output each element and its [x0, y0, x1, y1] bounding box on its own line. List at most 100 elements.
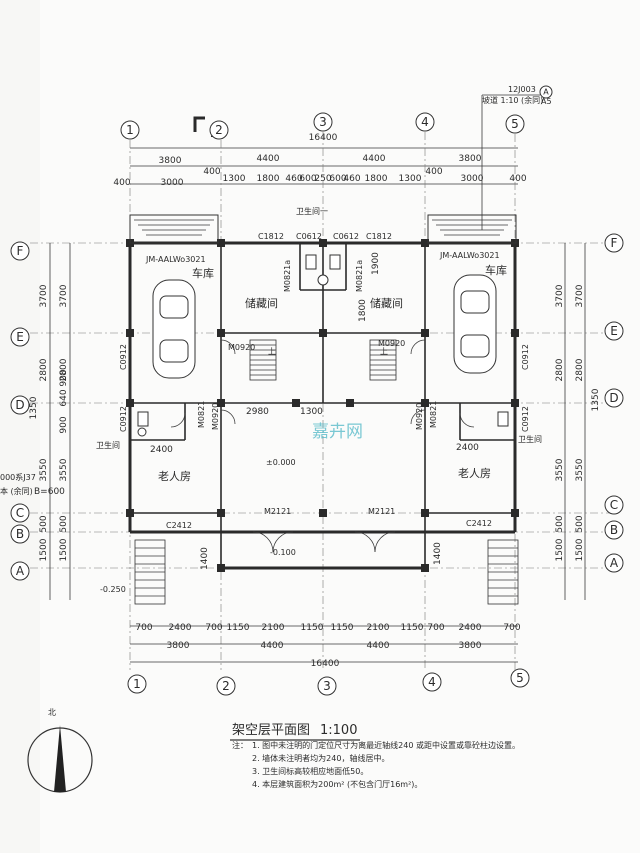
dim-right-inner-5: 1500 — [555, 538, 565, 561]
window-c0612-right: C0612 — [333, 232, 359, 241]
dim-2980: 2980 — [246, 407, 269, 417]
dim-bot1-6: 1150 — [331, 623, 354, 633]
dim-right-inner-4: 500 — [555, 515, 565, 532]
axis-2-top: 2 — [215, 123, 223, 137]
window-c2412-right: C2412 — [466, 519, 492, 528]
dim-top-3800-b: 3800 — [459, 154, 482, 164]
dim-top2-9: 460 — [343, 174, 360, 184]
dim-right-outer-1: 2800 — [575, 358, 585, 381]
dim-left-inner-3: 3550 — [59, 458, 69, 481]
dim-top-4400-a: 4400 — [257, 154, 280, 164]
dim-right-outer-2: 3550 — [575, 458, 585, 481]
dim-right-outer-4: 1500 — [575, 538, 585, 561]
dim-top2-8: 600 — [329, 174, 346, 184]
dim-bot1-1: 2400 — [169, 623, 192, 633]
axis-D-left: D — [15, 398, 24, 412]
right-dimensions: 3700 2800 3550 500 1500 3700 2800 3550 5… — [555, 243, 601, 600]
dim-left-outer-3: 500 — [39, 515, 49, 532]
axis-A-right: A — [610, 556, 619, 570]
door-m0920-right: M0920 — [415, 403, 424, 430]
door-m0821a-right: M0821a — [355, 260, 364, 292]
window-c0912-l1: C0912 — [119, 344, 128, 370]
dim-bot1-5: 1150 — [301, 623, 324, 633]
inner-dimensions: 2980 1300 1800 1900 1400 1400 2400 2400 — [150, 252, 479, 570]
dim-left-outer-2: 3550 — [39, 458, 49, 481]
axis-columns-bottom: 1 2 3 4 5 — [127, 668, 530, 696]
room-elder-left: 老人房 — [158, 470, 191, 483]
door-m0821-right: M0821 — [429, 401, 438, 428]
dim-2400-right: 2400 — [456, 443, 479, 453]
dim-right-1350: 1350 — [591, 388, 601, 411]
dim-left-outer-1: 2800 — [39, 358, 49, 381]
ref-left-note: 本 (余同) — [0, 486, 33, 496]
dim-top2-3: 1300 — [223, 174, 246, 184]
dim-bot1-4: 2100 — [262, 623, 285, 633]
dim-1400-left: 1400 — [200, 547, 210, 570]
axis-5-top: 5 — [511, 117, 519, 131]
dim-top2-1: 3000 — [161, 178, 184, 188]
ref-detail: A — [543, 88, 549, 97]
car-left — [152, 279, 196, 379]
dim-right-outer-0: 3700 — [575, 284, 585, 307]
dim-left-inner-5: 1500 — [59, 538, 69, 561]
ref-left-code: 000系J37 — [0, 472, 36, 482]
axis-1-top: 1 — [126, 123, 134, 137]
window-c0912-r1: C0912 — [521, 344, 530, 370]
stairs — [134, 339, 519, 605]
notes-heading: 注： — [232, 740, 248, 750]
note-4: 4. 本层建筑面积为200m² (不包含门厅16m²)。 — [252, 779, 422, 789]
room-labels: 车库 车库 储藏间 储藏间 老人房 老人房 卫生间一 卫生间 卫生间 — [96, 206, 542, 483]
dim-1300: 1300 — [300, 407, 323, 417]
dim-left-900b: 900 — [59, 369, 69, 386]
dim-1800: 1800 — [358, 299, 368, 322]
ref-left: 000系J37 本 (余同) B=600 — [0, 472, 65, 497]
door-m0920-stair-right: M0920 — [378, 339, 405, 348]
level-marks: ±0.000 -0.100 -0.250 — [100, 458, 296, 594]
garage-door-right: JM-AALWo3021 — [439, 251, 500, 260]
dim-right-inner-0: 3700 — [555, 284, 565, 307]
note-3: 3. 卫生间标高较相应地面低50。 — [252, 766, 368, 776]
dim-top2-12: 400 — [425, 167, 442, 177]
dim-1900: 1900 — [371, 252, 381, 275]
dim-right-outer-3: 500 — [575, 515, 585, 532]
dim-bot1-9: 700 — [427, 623, 444, 633]
dim-top2-10: 1800 — [365, 174, 388, 184]
north-label: 北 — [48, 708, 56, 717]
room-elder-right: 老人房 — [458, 467, 491, 480]
dim-bot-total: 16400 — [311, 659, 340, 669]
dim-top-3800-a: 3800 — [159, 156, 182, 166]
watermark: 嘉卉网 — [312, 422, 363, 442]
door-swings — [170, 339, 475, 553]
axis-columns-top: 1 2 3 4 5 — [120, 112, 525, 140]
axis-B-right: B — [610, 523, 618, 537]
window-c0912-l2: C0912 — [119, 406, 128, 432]
axis-3-top: 3 — [319, 115, 327, 129]
axis-3-bottom: 3 — [323, 679, 331, 693]
up-label-left: 上 — [268, 347, 276, 356]
dim-top-4400-b: 4400 — [363, 154, 386, 164]
ref-note: 坡道 1:10 (余同) — [482, 95, 543, 105]
ref-left-b: B=600 — [34, 487, 65, 497]
door-m0821-left: M0821 — [197, 401, 206, 428]
dim-bot2-0: 3800 — [167, 641, 190, 651]
dim-top2-11: 1300 — [399, 174, 422, 184]
axis-E-right: E — [610, 324, 618, 338]
axis-C-right: C — [610, 498, 618, 512]
axis-4-top: 4 — [421, 115, 429, 129]
dim-left-outer-4: 1500 — [39, 538, 49, 561]
dim-left-inner-4: 500 — [59, 515, 69, 532]
opening-labels: JM-AALWo3021 JM-AALWo3021 C1812 C0612 C0… — [119, 232, 530, 530]
note-2: 2. 墙体未注明者均为240，轴线居中。 — [252, 753, 389, 763]
dim-left-outer-0: 3700 — [39, 284, 49, 307]
title-scale: 1:100 — [320, 723, 357, 738]
garage-door-left: JM-AALWo3021 — [145, 255, 206, 264]
dim-left-640: 640 — [59, 389, 69, 406]
dim-2400-left: 2400 — [150, 445, 173, 455]
level-ground: -0.250 — [100, 585, 126, 594]
axis-2-bottom: 2 — [222, 679, 230, 693]
ref-top-right: 12J003 A A5 坡道 1:10 (余同) — [481, 85, 553, 230]
dim-top2-5: 460 — [285, 174, 302, 184]
window-c0612-left: C0612 — [296, 232, 322, 241]
title-text: 架空层平面图 — [232, 723, 310, 738]
